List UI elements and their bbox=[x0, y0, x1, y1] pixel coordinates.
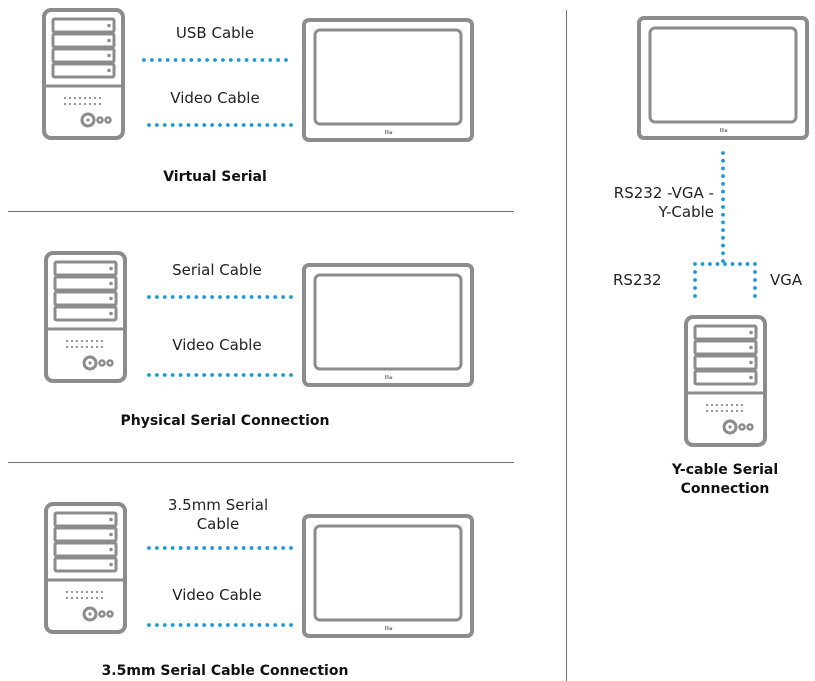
y-cable-caption: Y-cable Serial Connection bbox=[671, 462, 779, 497]
computer-tower-icon bbox=[42, 8, 125, 140]
video-cable-label: Video Cable bbox=[170, 89, 260, 107]
touch-monitor-icon bbox=[302, 514, 474, 638]
computer-tower-icon bbox=[44, 502, 127, 634]
video-cable-line bbox=[147, 373, 293, 377]
column-divider bbox=[566, 10, 567, 681]
touch-monitor-icon bbox=[637, 16, 809, 140]
usb-cable-line bbox=[142, 58, 288, 62]
y-cable-label: RS232 -VGA - Y-Cable bbox=[613, 184, 714, 221]
usb-cable-label: USB Cable bbox=[175, 24, 255, 42]
touch-monitor-icon bbox=[302, 263, 474, 387]
35mm-serial-caption: 3.5mm Serial Cable Connection bbox=[101, 663, 349, 679]
serial-cable-line bbox=[147, 295, 293, 299]
computer-tower-icon bbox=[684, 315, 767, 447]
touch-monitor-icon bbox=[302, 18, 474, 142]
video-cable-label: Video Cable bbox=[172, 336, 262, 354]
35mm-serial-cable-label: 3.5mm Serial Cable bbox=[167, 496, 269, 533]
y-cable-line bbox=[680, 150, 780, 300]
virtual-serial-caption: Virtual Serial bbox=[163, 169, 267, 185]
video-cable-line bbox=[147, 123, 293, 127]
computer-tower-icon bbox=[44, 251, 127, 383]
serial-cable-label: Serial Cable bbox=[172, 261, 262, 279]
rs232-label: RS232 bbox=[613, 271, 662, 289]
35mm-serial-cable-line bbox=[147, 546, 293, 550]
vga-label: VGA bbox=[770, 271, 803, 289]
physical-serial-caption: Physical Serial Connection bbox=[120, 413, 330, 429]
video-cable-label: Video Cable bbox=[172, 586, 262, 604]
section-divider bbox=[8, 211, 514, 212]
video-cable-line bbox=[147, 623, 293, 627]
section-divider bbox=[8, 462, 514, 463]
